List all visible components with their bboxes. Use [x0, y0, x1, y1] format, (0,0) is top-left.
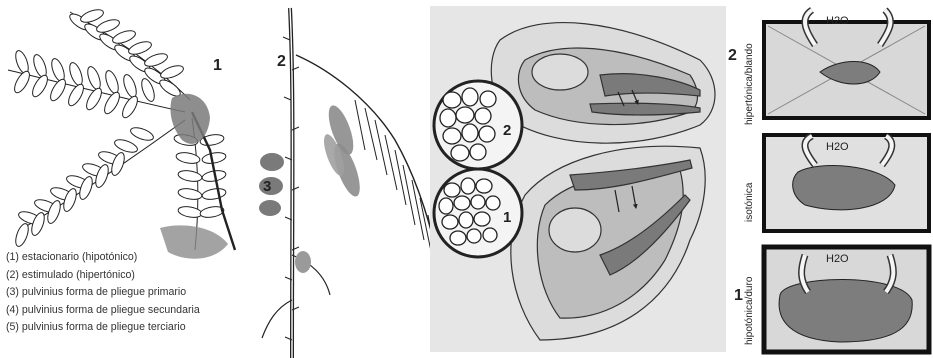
- cell-hypertonic: H2O: [764, 10, 929, 118]
- stem-pulvinus-shades: [259, 102, 365, 273]
- label-cells-1: 1: [503, 209, 511, 226]
- label-pulvinus-3: 3: [263, 178, 271, 195]
- water-label-2: H2O: [826, 141, 849, 153]
- legend-item-2: (2) estimulado (hipertónico): [6, 267, 200, 285]
- cell-hypotonic: H2O: [764, 247, 929, 352]
- water-label-1: H2O: [826, 15, 849, 27]
- legend-item-5: (5) pulvinius forma de pliegue terciario: [6, 319, 200, 337]
- legend: (1) estacionario (hipotónico) (2) estimu…: [6, 249, 200, 337]
- label-cells-2: 2: [503, 122, 511, 139]
- label-cell-1: 1: [734, 287, 743, 304]
- leaflets-left-lower: [13, 125, 155, 248]
- water-label-3: H2O: [826, 253, 849, 265]
- legend-item-4: (4) pulvinius forma de pliegue secundari…: [6, 302, 200, 320]
- state-hypertonic: hipertónica/blando: [744, 43, 755, 125]
- state-isotonic: isotónica: [744, 182, 755, 222]
- legend-item-3: (3) pulvinius forma de pliegue primario: [6, 284, 200, 302]
- state-hypotonic: hipotónica/duro: [744, 276, 755, 345]
- cell-isotonic: H2O: [764, 135, 929, 231]
- label-leaf-1: 1: [213, 57, 222, 74]
- legend-item-1: (1) estacionario (hipotónico): [6, 249, 200, 267]
- leaflets-down: [173, 133, 226, 219]
- label-stem-2: 2: [277, 53, 286, 70]
